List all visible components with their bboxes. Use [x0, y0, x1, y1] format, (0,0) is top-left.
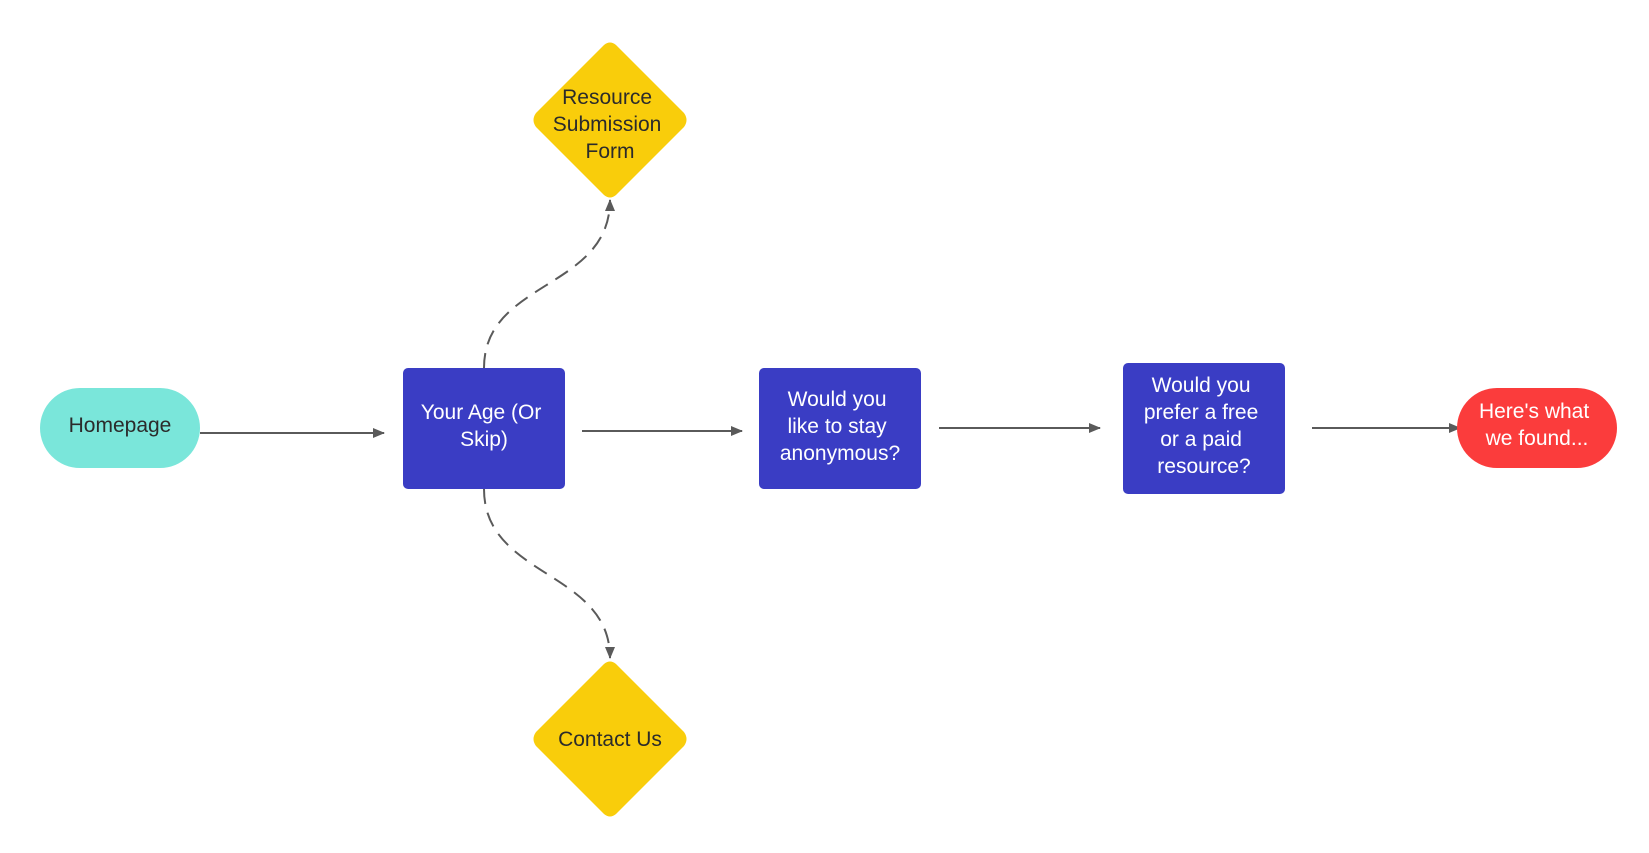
anonymous-label-line-2: like to stay — [787, 415, 887, 438]
your-age-label-line-2: Skip) — [460, 428, 508, 451]
results-label-line-1: Here's what — [1479, 400, 1589, 423]
free-or-paid-label-line-3: or a paid — [1160, 428, 1242, 451]
connector-age-to-contact-us — [483, 488, 615, 659]
svg-text:Contact Us: Contact Us — [558, 728, 662, 751]
resource-form-label-line-2: Submission — [553, 113, 662, 136]
anonymous-label-line-1: Would you — [788, 388, 887, 411]
connector-age-to-resource-form — [483, 199, 615, 369]
contact-us-node[interactable]: Contact Us — [533, 661, 687, 817]
anonymous-label-line-3: anonymous? — [780, 442, 900, 465]
connectors — [200, 199, 1461, 659]
resource-form-shape — [533, 42, 687, 198]
anonymous-shape — [759, 368, 921, 489]
homepage-node[interactable]: Homepage — [40, 388, 200, 468]
homepage-shape — [40, 388, 200, 468]
contact-us-label: Contact Us — [558, 728, 662, 751]
your-age-label-line-1: Your Age (Or — [421, 401, 542, 424]
homepage-label: Homepage — [69, 414, 172, 437]
resource-form-label-line-1: Resource — [562, 86, 652, 109]
resource-form-node[interactable]: Resource Submission Form — [533, 42, 687, 198]
results-label-line-2: we found... — [1485, 427, 1589, 450]
svg-text:Would you like to stay: Would you like to stay anonymous? — [780, 388, 900, 465]
results-node[interactable]: Here's what we found... — [1457, 388, 1617, 468]
svg-text:Here's what we found...: Here's what we found... — [1479, 400, 1595, 450]
your-age-shape — [403, 368, 565, 489]
free-or-paid-label-line-4: resource? — [1157, 455, 1250, 478]
anonymous-node[interactable]: Would you like to stay anonymous? — [759, 368, 921, 489]
free-or-paid-label-line-2: prefer a free — [1144, 401, 1258, 424]
free-or-paid-node[interactable]: Would you prefer a free or a paid resour… — [1123, 363, 1285, 494]
resource-form-label-line-3: Form — [586, 140, 635, 163]
free-or-paid-label-line-1: Would you — [1152, 374, 1251, 397]
svg-text:Would you prefer a free: Would you prefer a free or a paid resour… — [1144, 374, 1264, 478]
results-shape — [1457, 388, 1617, 468]
free-or-paid-shape — [1123, 363, 1285, 494]
your-age-node[interactable]: Your Age (Or Skip) — [403, 368, 565, 489]
contact-us-shape — [533, 661, 687, 817]
svg-text:Homepage: Homepage — [69, 414, 172, 437]
svg-text:Your Age (Or Skip): Your Age (Or Skip) — [421, 401, 547, 451]
svg-text:Resource Submission: Resource Submission Form — [553, 86, 667, 163]
